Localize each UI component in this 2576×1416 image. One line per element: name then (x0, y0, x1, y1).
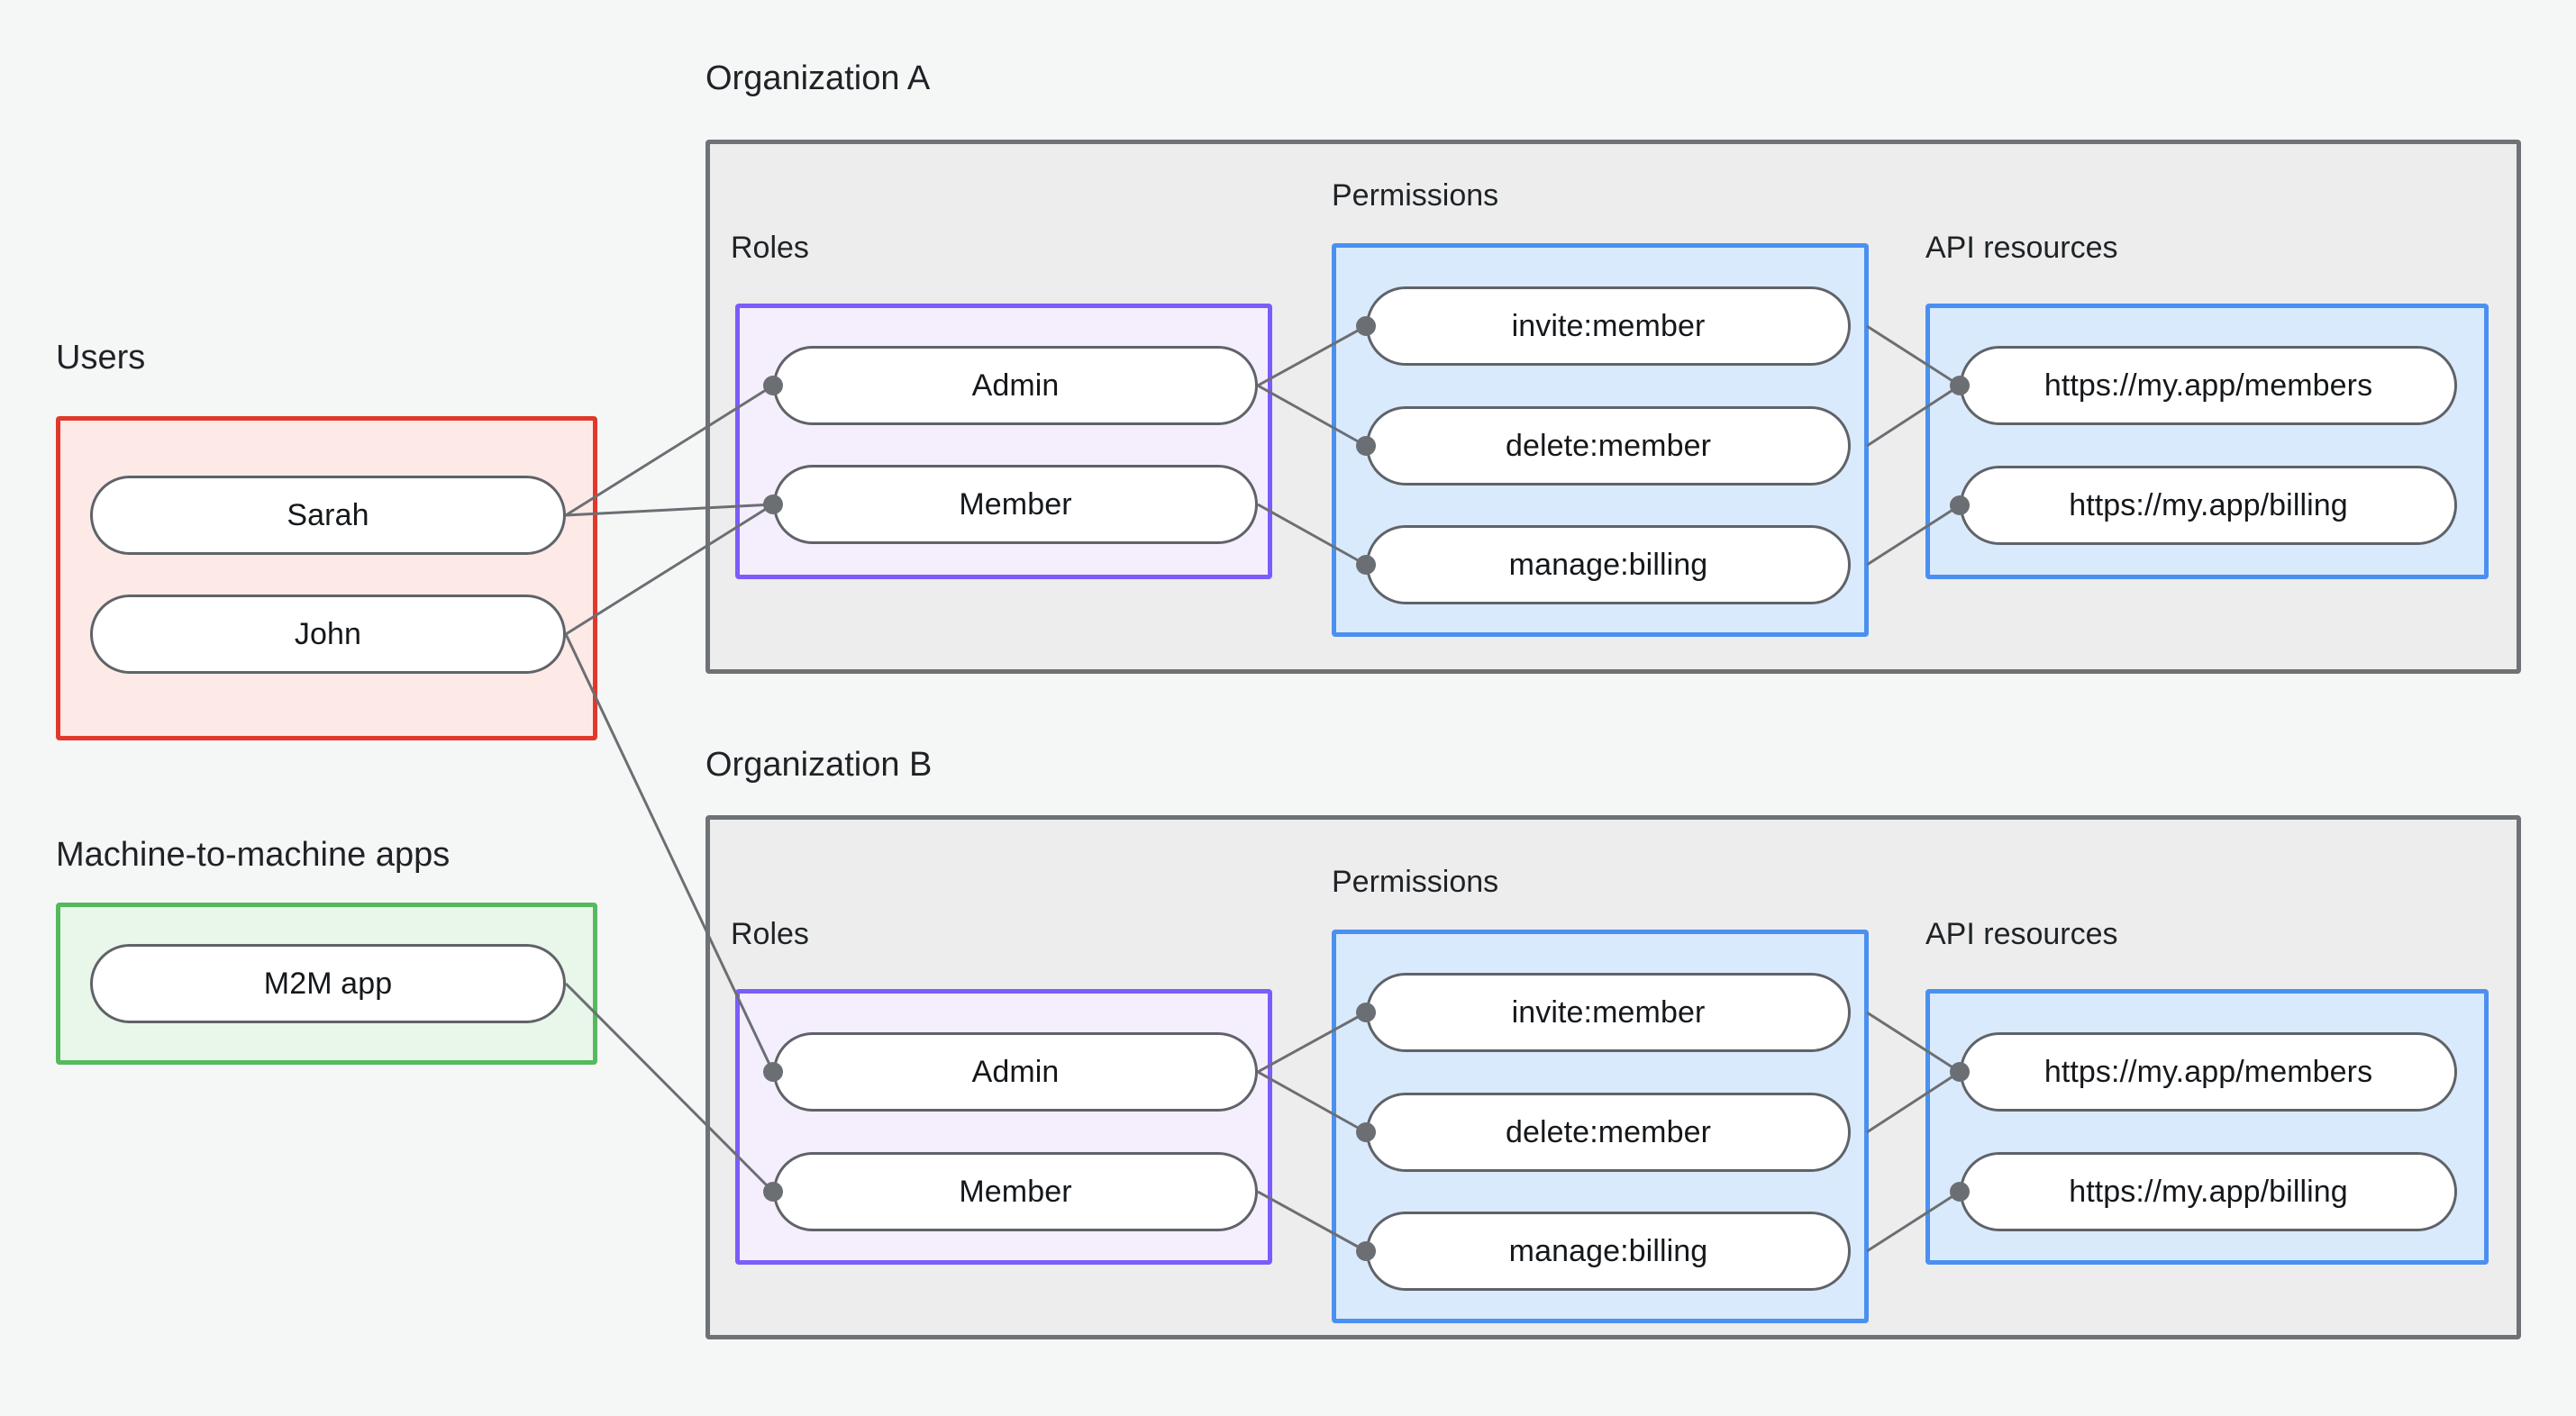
org-b-permissions-label: Permissions (1332, 865, 1499, 899)
org-b-role-member[interactable]: Member (773, 1152, 1258, 1231)
org-a-api-resources-label: API resources (1925, 231, 2118, 265)
org-b-api-resources-label: API resources (1925, 917, 2118, 951)
org-a-permissions-label: Permissions (1332, 178, 1499, 213)
org-b-roles-label: Roles (731, 917, 809, 951)
org-a-roles-label: Roles (731, 231, 809, 265)
m2m-node-app[interactable]: M2M app (90, 944, 566, 1023)
org-b-permission-invite-member[interactable]: invite:member (1366, 973, 1851, 1052)
org-b-label: Organization B (705, 746, 933, 784)
org-b-api-resource-billing[interactable]: https://my.app/billing (1960, 1152, 2457, 1231)
org-a-permission-invite-member[interactable]: invite:member (1366, 286, 1851, 366)
m2m-group-label: Machine-to-machine apps (56, 836, 451, 874)
org-a-role-admin[interactable]: Admin (773, 346, 1258, 425)
org-a-api-resource-billing[interactable]: https://my.app/billing (1960, 466, 2457, 545)
org-b-api-resource-members[interactable]: https://my.app/members (1960, 1032, 2457, 1112)
org-b-permission-delete-member[interactable]: delete:member (1366, 1093, 1851, 1172)
org-a-permission-delete-member[interactable]: delete:member (1366, 406, 1851, 486)
user-node-john[interactable]: John (90, 595, 566, 674)
org-a-api-resource-members[interactable]: https://my.app/members (1960, 346, 2457, 425)
org-a-role-member[interactable]: Member (773, 465, 1258, 544)
org-a-permission-manage-billing[interactable]: manage:billing (1366, 525, 1851, 604)
users-group-label: Users (56, 339, 146, 377)
users-container (56, 416, 597, 740)
org-b-role-admin[interactable]: Admin (773, 1032, 1258, 1112)
org-b-permission-manage-billing[interactable]: manage:billing (1366, 1212, 1851, 1291)
user-node-sarah[interactable]: Sarah (90, 476, 566, 555)
org-a-label: Organization A (705, 59, 931, 97)
